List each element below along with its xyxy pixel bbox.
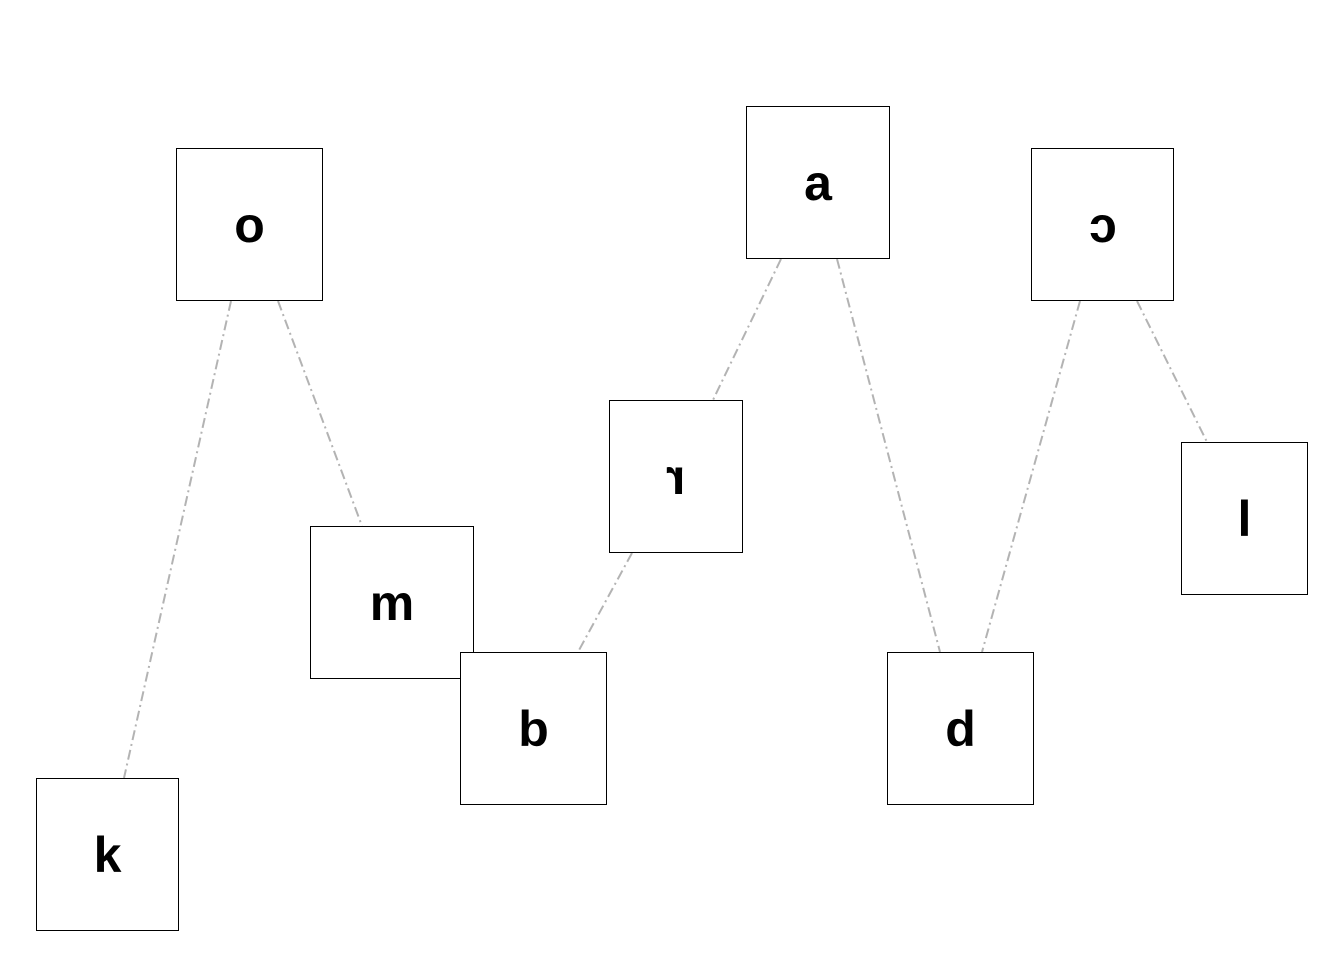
node-l-label: l <box>1237 490 1252 547</box>
node-a: a <box>746 106 890 259</box>
node-k-label: k <box>93 826 122 883</box>
edge-a-r <box>712 258 782 401</box>
node-d-label: d <box>945 700 976 757</box>
node-c-label: c <box>1088 196 1117 253</box>
edge-o-m <box>277 300 363 527</box>
node-l: l <box>1181 442 1308 595</box>
node-b-label: b <box>518 700 549 757</box>
edge-r-b <box>577 552 633 653</box>
node-a-label: a <box>804 154 832 211</box>
node-d: d <box>887 652 1034 805</box>
edge-a-d <box>836 258 941 653</box>
node-m-label: m <box>369 574 415 631</box>
node-o: o <box>176 148 323 301</box>
node-r-label: r <box>666 448 686 505</box>
node-b: b <box>460 652 607 805</box>
edge-c-l <box>1136 300 1208 443</box>
edge-c-d <box>981 300 1081 653</box>
node-k: k <box>36 778 179 931</box>
node-o-label: o <box>234 196 265 253</box>
edge-o-k <box>123 300 232 779</box>
node-m: m <box>310 526 474 679</box>
node-r: r <box>609 400 743 553</box>
node-c: c <box>1031 148 1174 301</box>
